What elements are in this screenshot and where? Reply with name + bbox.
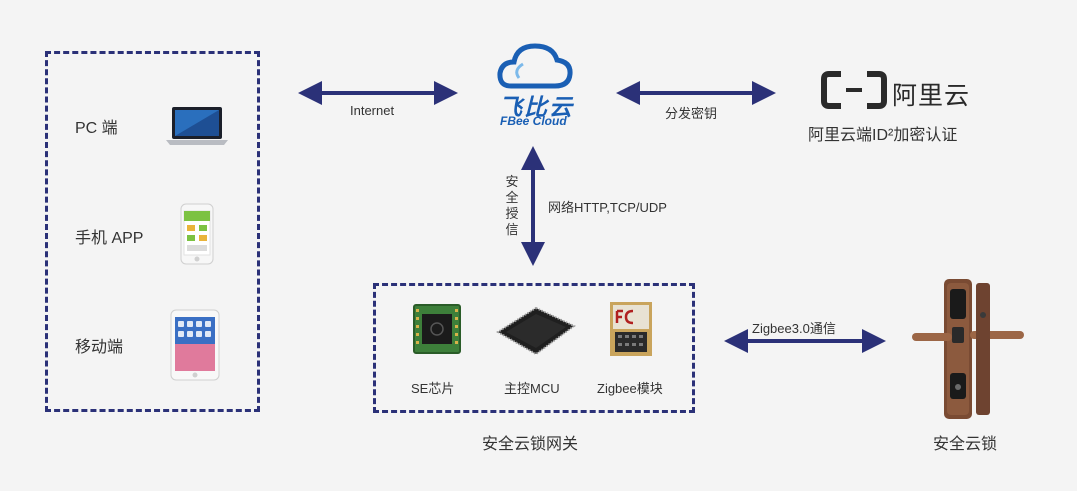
se-chip-label: SE芯片 xyxy=(411,381,455,396)
fbee-logo-text: 飞比云 xyxy=(499,94,574,120)
zigbee-module-icon xyxy=(610,302,652,356)
mobile-app-label: 手机 APP xyxy=(75,230,144,247)
mcu-chip-icon xyxy=(496,306,576,356)
mcu-label: 主控MCU xyxy=(504,381,560,396)
client-panel xyxy=(45,51,260,412)
aliyun-caption: 阿里云端ID²加密认证 xyxy=(808,127,958,144)
se-chip-icon xyxy=(413,304,461,354)
aliyun-logo-text: 阿里云 xyxy=(892,82,971,110)
network-label: 网络HTTP,TCP/UDP xyxy=(548,200,667,215)
pc-label: PC 端 xyxy=(75,120,118,137)
auth-label: 安全授信 xyxy=(505,174,519,237)
tablet-icon xyxy=(170,309,220,381)
cloud-icon xyxy=(497,43,573,89)
zigbee-module-label: Zigbee模块 xyxy=(597,381,663,396)
phone-icon xyxy=(180,203,214,265)
smart-lock-icon xyxy=(912,279,1024,419)
laptop-icon xyxy=(166,107,228,145)
internet-label: Internet xyxy=(350,103,395,118)
zigbee-comm-label: Zigbee3.0通信 xyxy=(752,321,836,336)
lock-caption: 安全云锁 xyxy=(933,436,998,453)
gateway-title: 安全云锁网关 xyxy=(482,436,579,453)
gateway-box xyxy=(373,283,695,413)
key-label: 分发密钥 xyxy=(665,106,718,121)
aliyun-bracket-icon xyxy=(821,71,887,109)
fbee-logo-sub: FBee Cloud xyxy=(500,114,567,128)
mobile-device-label: 移动端 xyxy=(75,339,124,356)
